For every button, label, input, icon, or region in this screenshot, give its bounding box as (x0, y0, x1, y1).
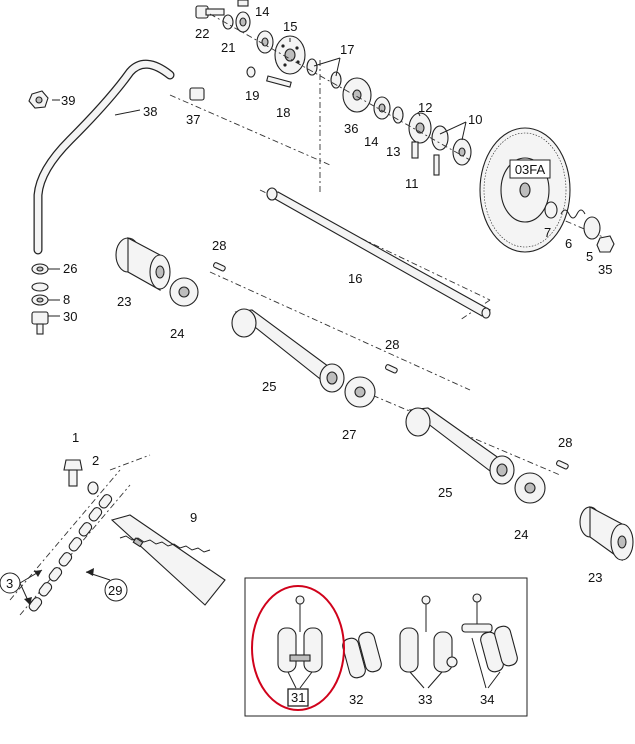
chain-links-box (244, 577, 528, 717)
callout-31: 31 (291, 690, 305, 705)
callout-3: 3 (6, 576, 13, 591)
callout-14-top: 14 (255, 4, 269, 19)
left-sprocket (169, 277, 199, 307)
gear-hardware (544, 201, 615, 253)
callout-9: 9 (190, 510, 197, 525)
middle-sprocket (344, 376, 376, 408)
bent-rod (33, 59, 175, 255)
callout-26: 26 (63, 261, 77, 276)
callout-29: 29 (108, 583, 122, 598)
callout-28-b: 28 (385, 337, 399, 352)
washer-stack (31, 263, 49, 335)
highlight-circle (251, 585, 345, 711)
left-hub (115, 237, 171, 291)
callout-7: 7 (544, 225, 551, 240)
right-sprocket (514, 472, 546, 504)
roller-upper (231, 308, 345, 393)
large-gear: 03FA (479, 127, 571, 253)
callout-13: 13 (386, 144, 400, 159)
callout-34: 34 (480, 692, 494, 707)
callout-32: 32 (349, 692, 363, 707)
callout-14-lower: 14 (364, 134, 378, 149)
callout-10: 10 (468, 112, 482, 127)
callout-15: 15 (283, 19, 297, 34)
callout-21: 21 (221, 40, 235, 55)
part-31-box (287, 688, 309, 707)
callout-labels: 1 2 3 5 6 7 8 9 10 11 12 13 14 14 15 16 … (6, 4, 612, 707)
main-shaft (266, 187, 492, 319)
top-hardware-cluster (28, 0, 472, 176)
chain-assembly (9, 454, 226, 616)
callout-16: 16 (348, 271, 362, 286)
callout-39: 39 (61, 93, 75, 108)
callout-2: 2 (92, 453, 99, 468)
callout-25-upper: 25 (262, 379, 276, 394)
callout-30: 30 (63, 309, 77, 324)
callout-19: 19 (245, 88, 259, 103)
right-hub (579, 506, 634, 562)
callout-25-lower: 25 (438, 485, 452, 500)
callout-5: 5 (586, 249, 593, 264)
callout-18: 18 (276, 105, 290, 120)
callout-1: 1 (72, 430, 79, 445)
callout-23-right: 23 (588, 570, 602, 585)
callout-27: 27 (342, 427, 356, 442)
callout-24-right: 24 (514, 527, 528, 542)
callout-33: 33 (418, 692, 432, 707)
callout-17: 17 (340, 42, 354, 57)
callout-circle-29 (104, 578, 128, 602)
callout-23-left: 23 (117, 294, 131, 309)
callout-37: 37 (186, 112, 200, 127)
gear-tag: 03FA (515, 162, 546, 177)
pin-28c (555, 460, 569, 470)
callout-12: 12 (418, 100, 432, 115)
callout-24-left: 24 (170, 326, 184, 341)
callout-22: 22 (195, 26, 209, 41)
callout-28-c: 28 (558, 435, 572, 450)
callout-8: 8 (63, 292, 70, 307)
callout-11: 11 (405, 176, 419, 191)
callout-28-a: 28 (212, 238, 226, 253)
callout-38: 38 (143, 104, 157, 119)
roller-lower (405, 407, 515, 485)
callout-6: 6 (565, 236, 572, 251)
pin-28a (212, 262, 226, 272)
callout-36: 36 (344, 121, 358, 136)
leader-lines (48, 38, 467, 317)
pin-28b (384, 364, 398, 374)
callout-35: 35 (598, 262, 612, 277)
callout-circle-3 (0, 572, 21, 594)
